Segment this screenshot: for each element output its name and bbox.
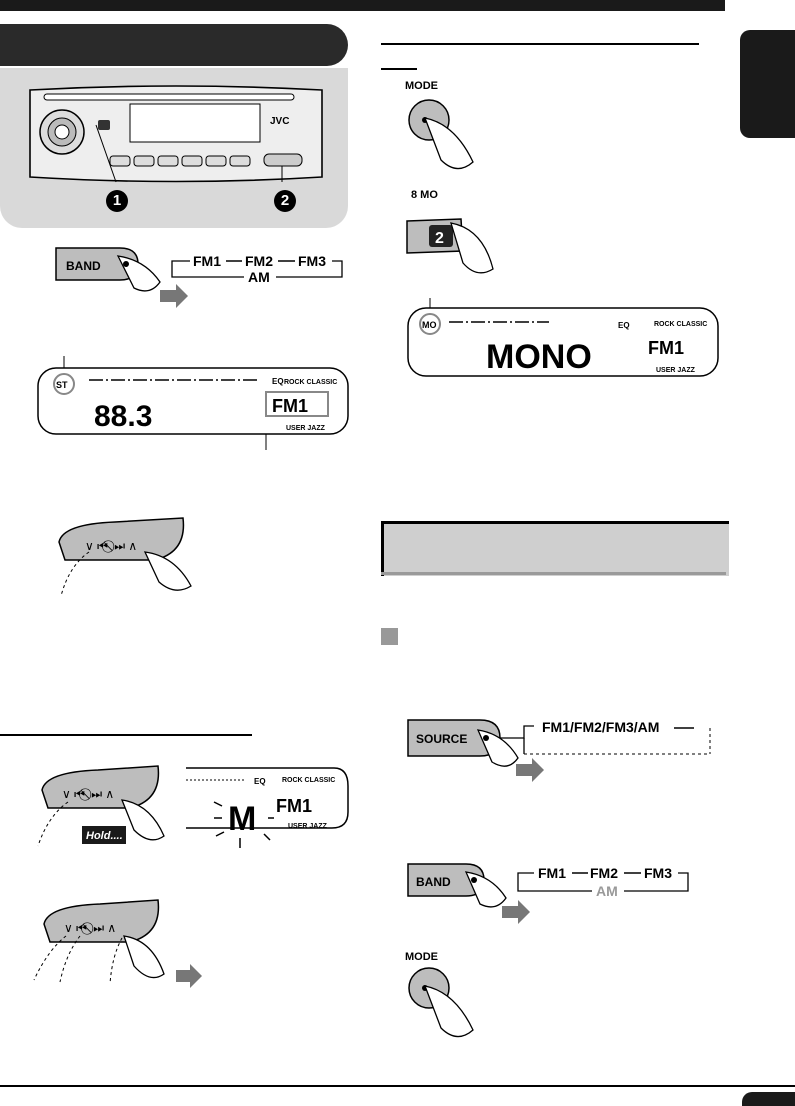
sound-modes-top: ROCK CLASSIC	[284, 379, 337, 386]
band-button-small	[98, 120, 110, 130]
fm3-label: FM3	[644, 865, 672, 881]
sound-modes-top: ROCK CLASSIC	[282, 777, 335, 784]
hold-label: Hold....	[86, 830, 123, 842]
mode-label-2: MODE	[405, 951, 438, 963]
seek-symbols: ∨ ⏮ ⃠ ⏭ ∧	[85, 539, 137, 553]
finger-icon	[120, 799, 165, 841]
preset-number: 2	[435, 230, 444, 247]
arrow-right-icon	[176, 964, 202, 988]
mode-button-illustration-1	[408, 99, 474, 170]
finger-icon	[423, 117, 474, 170]
callout-1: 1	[106, 190, 128, 212]
lcd-display-1: ST 88.3 EQ ROCK CLASSIC FM1 USER JAZZ	[37, 356, 349, 450]
eq-indicator: EQ	[618, 321, 630, 330]
finger-icon	[123, 935, 165, 979]
preset-mo-label: 8 MO	[411, 189, 438, 201]
divider-left-middle	[0, 734, 252, 736]
subsection-marker	[381, 628, 398, 645]
sound-modes-bottom: USER JAZZ	[656, 367, 696, 374]
sound-modes-top: ROCK CLASSIC	[654, 321, 707, 328]
jvc-logo: JVC	[270, 116, 289, 127]
arrow-right-icon	[502, 900, 530, 924]
source-cycle-diagram: SOURCE FM1/FM2/FM3/AM	[407, 719, 711, 782]
callout-2: 2	[274, 190, 296, 212]
st-indicator: ST	[56, 380, 68, 390]
band-cycle-diagram-2: BAND FM1 FM2 FM3 AM	[407, 863, 689, 924]
am-label: AM	[596, 883, 618, 899]
seek-button-illustration-1: ∨ ⏮ ⃠ ⏭ ∧	[58, 517, 192, 597]
mo-indicator: MO	[422, 320, 437, 330]
source-sequence: FM1/FM2/FM3/AM	[542, 719, 659, 735]
preset-button-illustration: 2	[406, 218, 494, 274]
fm1-label: FM1	[193, 253, 221, 269]
page-number-pill	[742, 1092, 795, 1106]
seek-symbols: ∨ ⏮ ⃠ ⏭ ∧	[62, 787, 114, 801]
mode-label-1: MODE	[405, 80, 438, 92]
sound-modes-bottom: USER JAZZ	[286, 425, 326, 432]
band-indicator: FM1	[272, 396, 308, 416]
eq-indicator: EQ	[254, 777, 266, 786]
mode-button-illustration-2	[408, 967, 474, 1038]
band-indicator: FM1	[648, 338, 684, 358]
fm2-label: FM2	[245, 253, 273, 269]
radio-faceplate: JVC	[29, 85, 323, 183]
divider-right-top	[381, 43, 699, 45]
finger-icon	[423, 985, 474, 1038]
lcd-display-3: EQ ROCK CLASSIC M FM1 USER JAZZ	[186, 767, 349, 848]
memory-indicator: M	[228, 800, 256, 838]
sound-modes-bottom: USER JAZZ	[288, 823, 328, 830]
band-indicator: FM1	[276, 796, 312, 816]
finger-icon	[143, 551, 192, 591]
source-button-label: SOURCE	[416, 732, 467, 746]
mono-readout: MONO	[486, 338, 592, 376]
fm1-label: FM1	[538, 865, 566, 881]
seek-hold-illustration: ∨ ⏮ ⃠ ⏭ ∧ Hold....	[37, 765, 165, 847]
finger-icon	[450, 222, 494, 274]
fm3-label: FM3	[298, 253, 326, 269]
section-heading-shadow	[381, 572, 726, 575]
seek-symbols: ∨ ⏮ ⃠ ⏭ ∧	[64, 921, 116, 935]
top-bar	[0, 0, 725, 11]
arrow-right-icon	[516, 758, 544, 782]
band-button-label: BAND	[66, 259, 101, 273]
bottom-rule	[0, 1085, 795, 1087]
band-cycle-diagram-1: BAND FM1 FM2 FM3 AM	[55, 247, 343, 308]
section-heading-box	[381, 521, 729, 576]
divider-right-short	[381, 68, 417, 70]
band-button-label: BAND	[416, 875, 451, 889]
frequency-readout: 88.3	[94, 400, 152, 433]
section-title-pill	[0, 24, 348, 66]
am-label: AM	[248, 269, 270, 285]
lcd-display-2: MO MONO EQ ROCK CLASSIC FM1 USER JAZZ	[407, 298, 719, 377]
arrow-right-icon	[160, 284, 188, 308]
fm2-label: FM2	[590, 865, 618, 881]
eq-indicator: EQ	[272, 377, 284, 386]
language-tab	[740, 30, 795, 138]
seek-repeat-illustration: ∨ ⏮ ⃠ ⏭ ∧	[33, 899, 202, 988]
